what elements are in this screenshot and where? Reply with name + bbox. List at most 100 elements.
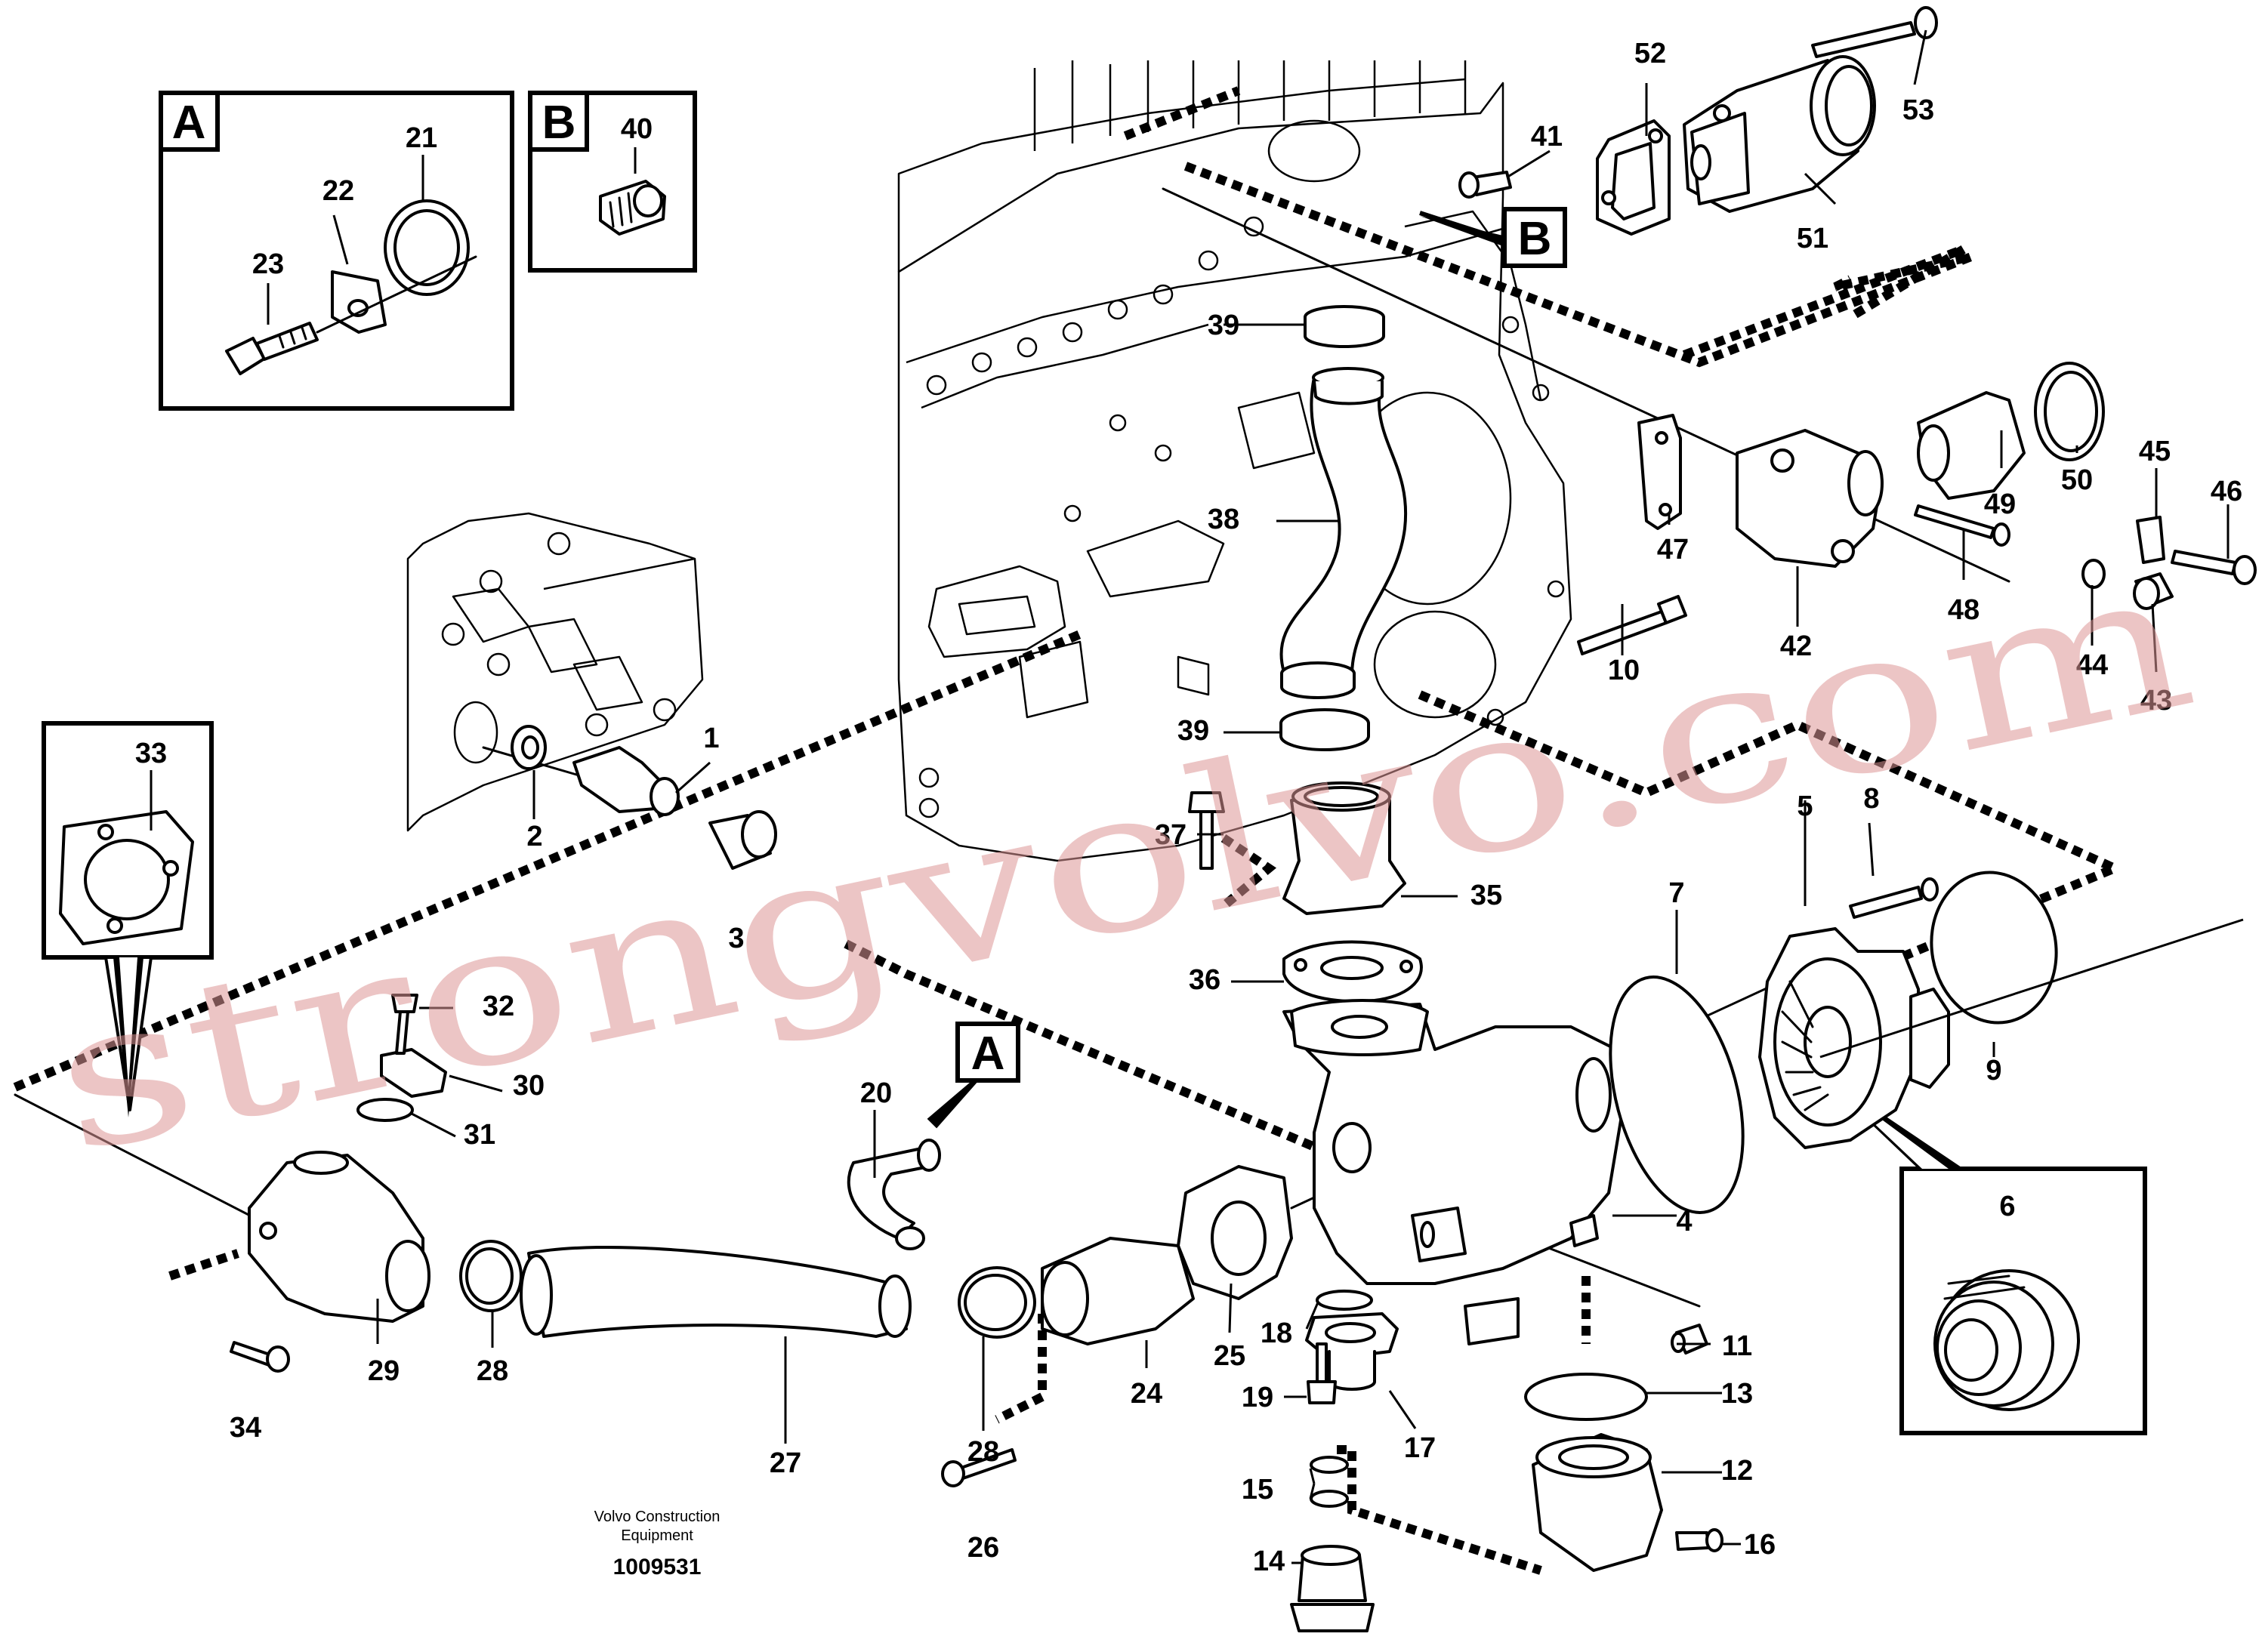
svg-text:A: A [971,1028,1005,1080]
part-label: 13 [1721,1378,1753,1410]
part-label: 27 [770,1447,801,1479]
part-label: 21 [406,122,437,154]
part-label: 50 [2061,464,2093,496]
gasket-52 [1596,119,1671,236]
part-label: 25 [1214,1340,1245,1372]
o-ring-18 [1316,1290,1373,1311]
part-label: 37 [1155,819,1187,851]
o-ring-9 [1930,871,2058,1025]
detail-box-33 [42,721,214,1117]
o-ring-7 [1609,975,1745,1214]
part-label: 41 [1531,121,1563,153]
reference-tag-A: A [927,1022,1020,1129]
part-label: 6 [1999,1191,2015,1222]
part-label: 45 [2139,436,2171,467]
sealing-ring-39-upper [1304,305,1385,348]
part-label: 35 [1470,880,1502,911]
part-label: 49 [1984,489,2016,520]
part-label: 8 [1863,783,1879,815]
part-label: 4 [1676,1206,1692,1237]
hose-20 [847,1139,941,1250]
part-label: 9 [1986,1055,2001,1086]
part-label: 2 [526,821,542,852]
washer-2 [511,725,547,770]
connection-35 [1282,781,1406,915]
gasket-36 [1282,940,1423,1003]
bolt-19 [1307,1342,1337,1404]
bolt-48 [1914,504,2010,547]
bolt-37 [1188,791,1225,870]
sleeve-3 [708,810,777,870]
sealing-ring-28-left [459,1240,523,1312]
part-label: 33 [135,738,167,769]
part-label: 1 [703,723,719,754]
bolt-46 [2171,550,2257,585]
cover-30 [380,1048,447,1098]
part-label: 46 [2211,476,2242,507]
part-label: 52 [1634,38,1666,69]
part-label: 5 [1797,791,1813,822]
fitting-1 [572,746,680,816]
part-label: 12 [1721,1455,1753,1487]
part-label: 17 [1404,1432,1436,1464]
gasket-47 [1637,414,1682,530]
coolant-pipe-38 [1279,367,1408,699]
leader-lines [150,29,2244,1564]
o-ring-13 [1524,1373,1648,1421]
housing-12 [1532,1433,1663,1572]
part-label: 38 [1208,504,1239,535]
part-label: 51 [1797,223,1828,254]
part-label: 20 [860,1077,892,1109]
elbow-41 [1458,171,1512,199]
connection-24 [1041,1237,1195,1345]
water-pump-5 [1758,927,1950,1149]
part-label: 28 [477,1355,508,1387]
engine-block-outline [897,60,1572,862]
footer: Volvo Construction Equipment 1009531 [594,1509,721,1580]
washer-44 [2081,559,2106,589]
part-label: 44 [2076,649,2108,681]
part-label: 40 [621,113,653,145]
part-label: 53 [1902,94,1934,126]
part-label: 22 [322,175,354,207]
part-label: 18 [1261,1318,1292,1349]
company-name-line2: Equipment [621,1527,693,1544]
drawing-number: 1009531 [613,1555,702,1580]
housing-29 [248,1151,430,1323]
plug-11 [1671,1324,1708,1355]
part-label: 14 [1253,1546,1285,1577]
part-label: 23 [252,248,284,280]
bolt-34 [230,1341,290,1373]
svg-text:B: B [1518,213,1552,265]
gasket-25 [1177,1165,1293,1300]
part-label: 11 [1722,1330,1752,1362]
part-label: 31 [464,1119,495,1151]
part-label: 16 [1744,1529,1776,1561]
bolt-26 [941,1448,1017,1487]
detail-box-A: A [159,91,514,411]
part-label: 34 [230,1412,261,1444]
part-label: 39 [1208,310,1239,341]
part-label: 10 [1608,655,1640,686]
part-label: 43 [2140,685,2172,717]
clamp-45 [2136,516,2165,564]
part-label: 29 [368,1355,400,1387]
part-label: 36 [1189,964,1220,996]
part-label: 3 [728,923,744,954]
plug-14 [1290,1545,1375,1632]
bolt-32 [391,994,418,1055]
housing-42 [1736,429,1884,568]
part-label: 19 [1242,1382,1273,1413]
part-label: 48 [1948,594,1980,626]
detail-box-B-letter: B [542,97,576,149]
coolant-pipe-27 [520,1245,912,1338]
reference-tag-B: B [1419,207,1567,268]
part-label: 30 [513,1070,545,1102]
o-rings-15 [1310,1456,1349,1508]
thermostat-49 [1917,391,2026,500]
sealing-ring-50 [2034,362,2105,461]
plug-43 [2133,572,2174,610]
connection-17 [1305,1312,1399,1391]
part-label: 24 [1131,1378,1162,1410]
